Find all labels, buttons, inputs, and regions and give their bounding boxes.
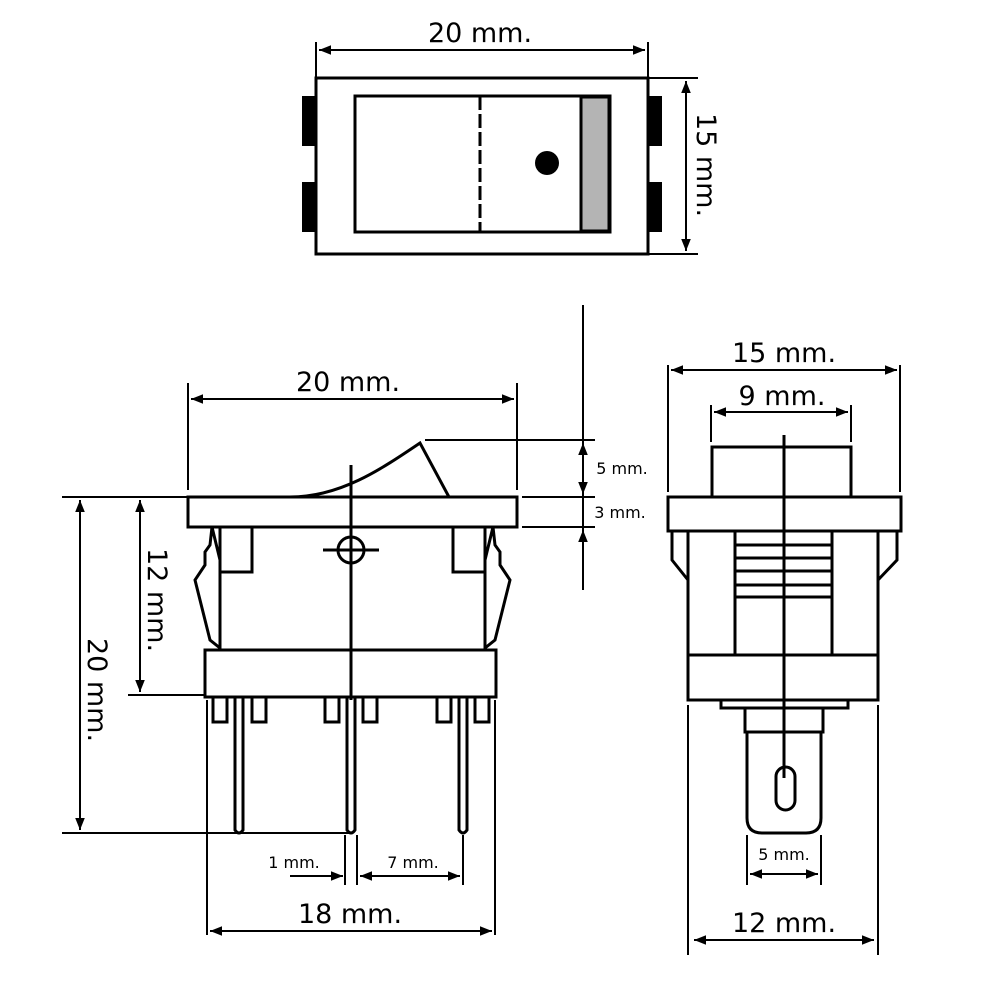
base-width-label: 18 mm. bbox=[298, 899, 402, 930]
cap-width-label: 9 mm. bbox=[739, 381, 826, 412]
indicator-band bbox=[579, 95, 611, 233]
side-base-width-label: 12 mm. bbox=[732, 908, 836, 939]
pins bbox=[233, 697, 469, 835]
top-view: 20 mm. 15 mm. bbox=[302, 18, 721, 256]
side-view: 15 mm. 9 mm. 5 mm. 12 mm. bbox=[666, 338, 903, 955]
indicator-dot bbox=[535, 151, 559, 175]
body-height-label: 12 mm. bbox=[141, 548, 172, 652]
top-height-label: 15 mm. bbox=[690, 113, 721, 217]
top-width-label: 20 mm. bbox=[428, 18, 532, 49]
flange-label: 3 mm. bbox=[594, 503, 646, 522]
total-height-label: 20 mm. bbox=[81, 638, 112, 742]
terminal-width-label: 5 mm. bbox=[758, 845, 810, 864]
rocker-height-label: 5 mm. bbox=[596, 459, 648, 478]
side-width-label: 15 mm. bbox=[732, 338, 836, 369]
front-view: 20 mm. 5 mm. 3 mm. 20 mm. 12 mm. 1 mm. 7… bbox=[62, 305, 648, 936]
short-tabs bbox=[211, 695, 491, 724]
pin-pitch-label: 7 mm. bbox=[387, 853, 439, 872]
pin-width-label: 1 mm. bbox=[268, 853, 320, 872]
front-width-label: 20 mm. bbox=[296, 367, 400, 398]
